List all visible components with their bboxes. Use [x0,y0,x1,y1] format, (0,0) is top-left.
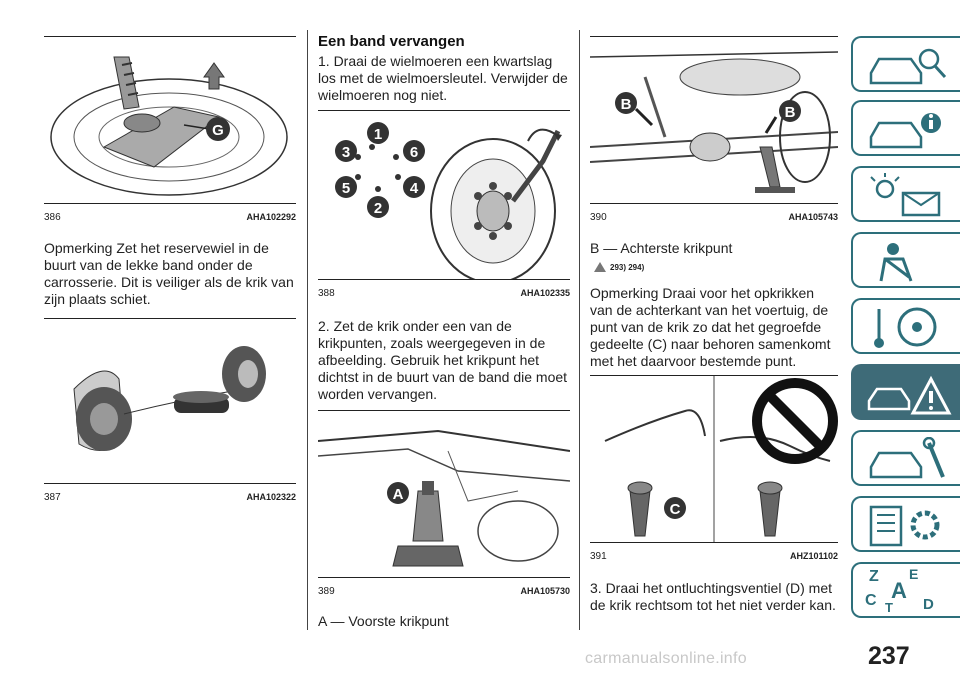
page-number: 237 [868,642,910,670]
figure-388-code: AHA102335 [520,288,570,298]
tab-emergency[interactable] [851,364,960,420]
figure-387 [44,318,296,484]
caption-rear-jack-point: B — Achterste krikpunt [590,240,733,256]
figure-388: 1 2 3 4 5 6 [318,110,570,280]
figure-387-number: 387 [44,492,61,503]
figure-390-caption: 390 AHA105743 [590,212,838,223]
figure-391-number: 391 [590,551,607,562]
figure-390: B B [590,36,838,204]
column-divider-left [307,30,308,630]
figure-391-label-c: C [670,501,681,518]
figure-389-number: 389 [318,586,335,597]
figure-388-number: 388 [318,288,335,299]
figure-390-number: 390 [590,212,607,223]
figure-390-code: AHA105743 [788,212,838,222]
col1-note: Opmerking Zet het reservewiel in de buur… [44,240,294,307]
figure-389-code: AHA105730 [520,586,570,596]
index-letter-z: Z [869,568,879,585]
index-letter-d: D [923,596,934,613]
col3-note: Opmerking Draai voor het opkrikken van d… [590,285,831,369]
step-3-text: 3. Draai het ontluchtingsventiel (D) met… [590,580,836,613]
figure-388-caption: 388 AHA102335 [318,288,570,299]
index-letters-icon: Z E A C T D [863,566,951,616]
watermark: carmanualsonline.info [585,650,747,667]
step-2-text: 2. Zet de krik onder een van de krikpunt… [318,318,568,402]
index-letter-a: A [891,578,907,603]
caption-front-jack-point: A — Voorste krikpunt [318,613,449,629]
figure-386-number: 386 [44,212,61,223]
warning-refs-text: 293) 294) [610,262,645,272]
tab-vehicle-info[interactable] [851,100,960,156]
specs-gear-icon [869,505,940,547]
lights-message-icon [870,173,941,217]
index-letter-c: C [865,592,877,609]
lug-nut-pattern: 1 2 3 4 5 6 [335,122,425,218]
figure-389: A [318,410,570,578]
warning-refs: 293) 294) [594,262,644,272]
figure-390-label-b-left: B [621,96,632,113]
figure-389-label-a: A [393,486,404,503]
section-heading: Een band vervangen [318,33,465,50]
column-divider-right [579,30,580,630]
figure-391-caption: 391 AHZ101102 [590,551,838,562]
figure-386-label-g: G [212,122,224,139]
tab-safety[interactable] [851,232,960,288]
tab-vehicle-search[interactable] [851,36,960,92]
tab-index[interactable]: Z E A C T D [851,562,960,618]
car-search-icon [869,48,947,85]
nut-label-2: 2 [374,200,382,217]
figure-390-label-b-right: B [785,104,796,121]
emergency-warning-icon [867,375,952,415]
car-info-icon [869,113,941,149]
tab-lights-messages[interactable] [851,166,960,222]
figure-386-caption: 386 AHA102292 [44,212,296,223]
steering-wheel-icon [874,307,937,348]
nut-label-3: 3 [342,144,350,161]
car-wrench-icon [869,437,945,479]
figure-389-caption: 389 AHA105730 [318,586,570,597]
step-1-text: 1. Draai de wielmoeren een kwartslag los… [318,53,568,103]
index-letter-e: E [909,566,919,582]
figure-386: G [44,36,296,204]
figure-387-caption: 387 AHA102322 [44,492,296,503]
tab-technical-data[interactable] [851,496,960,552]
warning-triangle-icon [594,262,606,272]
figure-391-code: AHZ101102 [789,551,838,561]
nut-label-5: 5 [342,180,350,197]
figure-391: C [590,375,838,543]
seatbelt-person-icon [879,243,913,282]
prohibited-icon [752,378,838,464]
nut-label-4: 4 [410,180,419,197]
nut-label-1: 1 [374,126,382,143]
tab-driving[interactable] [851,298,960,354]
figure-387-code: AHA102322 [246,492,296,502]
tab-maintenance[interactable] [851,430,960,486]
index-letter-t: T [885,600,893,615]
nut-label-6: 6 [410,144,418,161]
figure-386-code: AHA102292 [246,212,296,222]
